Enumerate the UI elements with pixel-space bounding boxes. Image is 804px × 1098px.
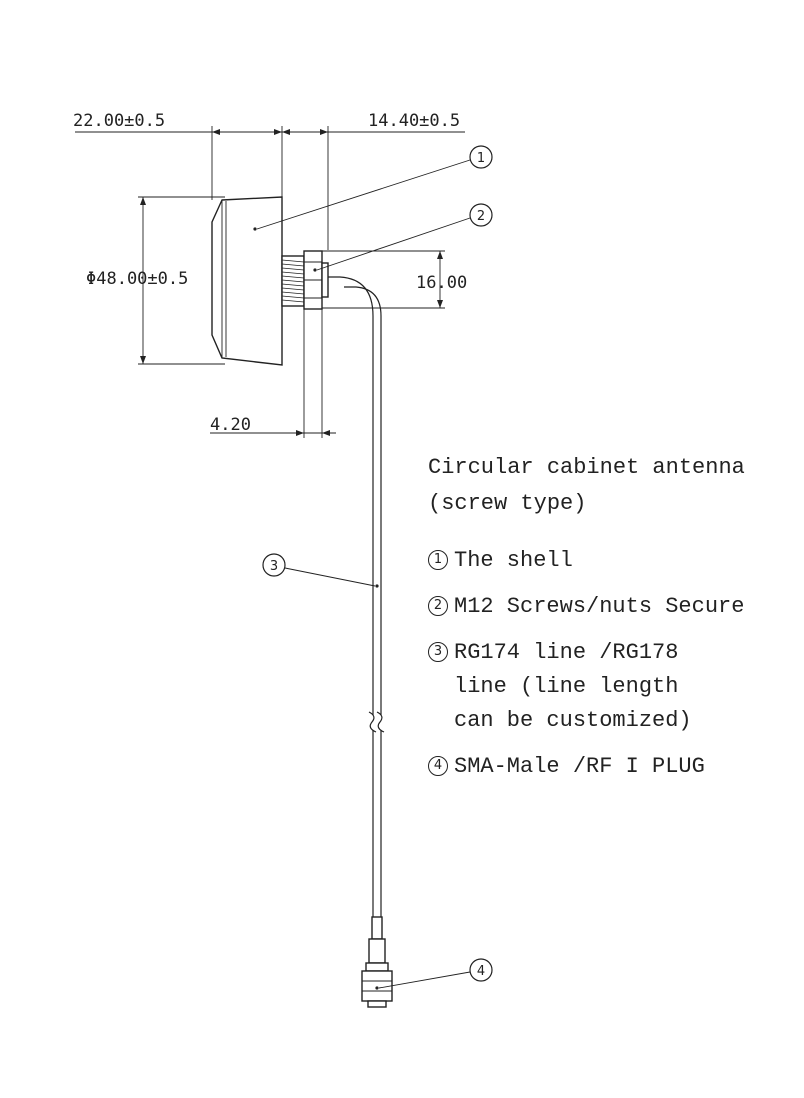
legend-item-cable: 3 RG174 line /RG178 line (line length ca…: [428, 636, 788, 738]
svg-text:1: 1: [477, 151, 485, 166]
legend: Circular cabinet antenna (screw type) 1 …: [428, 450, 788, 796]
dimension-nut-offset: 4.20: [210, 309, 336, 438]
legend-item-shell: 1 The shell: [428, 544, 788, 578]
thread-line: [281, 299, 305, 303]
thread-length-label: 14.40±0.5: [368, 111, 460, 131]
coax-cable: [328, 276, 385, 918]
cable-height-label: 16.00: [416, 273, 467, 293]
svg-text:2: 2: [477, 209, 485, 224]
legend-number: 3: [428, 642, 448, 662]
callout-3: 3: [262, 553, 376, 587]
dimension-cable-height: 16.00: [322, 250, 467, 309]
svg-text:3: 3: [270, 559, 278, 574]
legend-text: M12 Screws/nuts Secure: [454, 594, 745, 619]
thread-line: [281, 263, 305, 267]
thread-line: [281, 291, 305, 295]
legend-number: 1: [428, 550, 448, 570]
sma-connector: [361, 916, 393, 1008]
legend-number: 2: [428, 596, 448, 616]
thread-line: [281, 279, 305, 283]
thread-line: [281, 295, 305, 299]
legend-text: The shell: [454, 548, 573, 573]
dimension-thread-length: 14.40±0.5: [282, 111, 465, 250]
thread-line: [281, 259, 305, 263]
antenna-shell: [211, 196, 283, 366]
thread-line: [281, 271, 305, 275]
legend-item-connector: 4 SMA-Male /RF I PLUG: [428, 750, 788, 784]
legend-number: 4: [428, 756, 448, 776]
legend-title: Circular cabinet antenna (screw type): [428, 455, 745, 516]
callout-1: 1: [256, 145, 493, 230]
legend-text: RG174 line /RG178 line (line length can …: [454, 640, 692, 733]
hex-nut: [303, 250, 329, 310]
nut-offset-label: 4.20: [210, 415, 251, 435]
shell-depth-label: 22.00±0.5: [73, 111, 165, 131]
callout-4: 4: [378, 958, 493, 989]
legend-item-screws: 2 M12 Screws/nuts Secure: [428, 590, 788, 624]
dimension-diameter: Φ48.00±0.5: [86, 196, 225, 365]
threaded-stud: [281, 255, 305, 307]
thread-line: [281, 267, 305, 271]
dimension-shell-depth: 22.00±0.5: [73, 111, 283, 248]
thread-line: [281, 283, 305, 287]
callout-2: 2: [316, 203, 493, 271]
thread-line: [281, 275, 305, 279]
svg-text:4: 4: [477, 964, 485, 979]
thread-line: [281, 287, 305, 291]
legend-text: SMA-Male /RF I PLUG: [454, 754, 705, 779]
diameter-label: Φ48.00±0.5: [86, 269, 188, 289]
